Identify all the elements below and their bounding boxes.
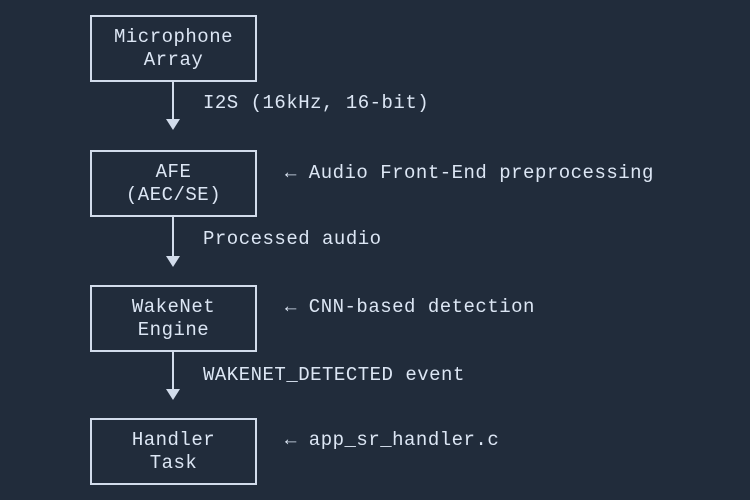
node-label-line: AFE xyxy=(155,160,192,183)
edge-label-processed-audio: Processed audio xyxy=(203,228,382,250)
node-label-line: Task xyxy=(149,451,198,474)
node-label-line: Array xyxy=(143,48,204,71)
annotation-wakenet: ← CNN-based detection xyxy=(285,296,535,318)
connector-line xyxy=(172,217,174,256)
node-handler-task: Handler Task xyxy=(90,418,257,485)
node-wakenet-engine: WakeNet Engine xyxy=(90,285,257,352)
node-label-line: (AEC/SE) xyxy=(125,183,222,206)
annotation-afe: ← Audio Front-End preprocessing xyxy=(285,162,654,184)
node-afe: AFE (AEC/SE) xyxy=(90,150,257,217)
node-label-line: Microphone xyxy=(113,25,234,48)
arrow-down-icon xyxy=(166,119,180,130)
node-label-line: WakeNet xyxy=(131,295,216,318)
connector-line xyxy=(172,82,174,119)
node-label-line: Engine xyxy=(137,318,210,341)
arrow-down-icon xyxy=(166,256,180,267)
edge-label-i2s: I2S (16kHz, 16-bit) xyxy=(203,92,430,114)
edge-label-wakenet-detected: WAKENET_DETECTED event xyxy=(203,364,465,386)
annotation-handler: ← app_sr_handler.c xyxy=(285,429,500,451)
node-microphone-array: Microphone Array xyxy=(90,15,257,82)
connector-line xyxy=(172,352,174,389)
arrow-down-icon xyxy=(166,389,180,400)
node-label-line: Handler xyxy=(131,428,216,451)
